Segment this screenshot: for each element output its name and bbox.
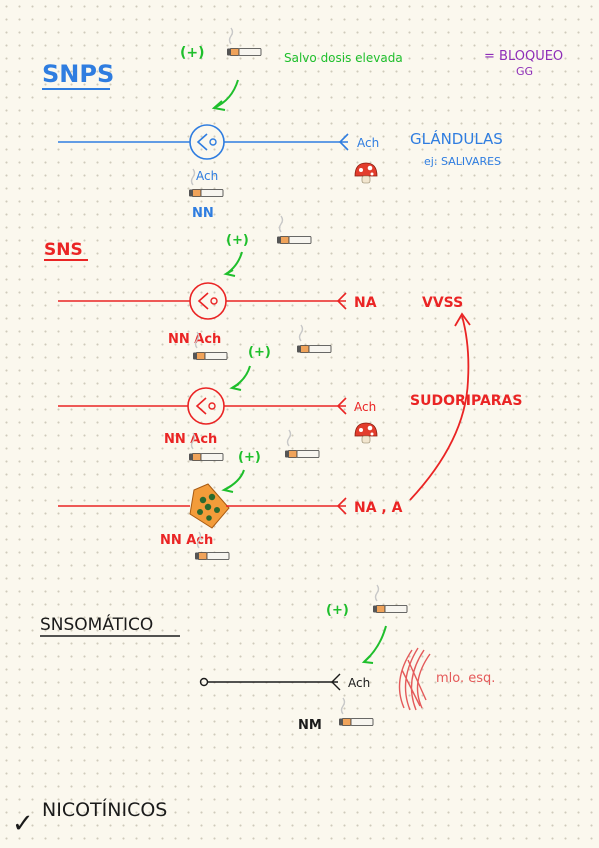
- sns-arrow-2-head: [229, 383, 242, 391]
- sns-row1-end: NA: [354, 295, 377, 311]
- cigarette-icon: [226, 27, 262, 57]
- mushroom-icon: [354, 422, 378, 444]
- sns-arrow-1-head: [223, 269, 236, 277]
- sns-row3-receptor: NN Ach: [160, 533, 213, 548]
- sns-row2-terminal: [336, 397, 347, 415]
- snps-synapse-dot: [209, 138, 217, 146]
- somatic-soma: [199, 677, 209, 687]
- sns-row3-terminal: [336, 497, 347, 515]
- footer-label: NICOTÍNICOS: [42, 798, 167, 821]
- sns-row2-synapse: [195, 397, 207, 415]
- sns-row3-end: NA , A: [354, 500, 403, 516]
- sns-section: SNS (+) NA VVSS NN Ach (+) Ach SUDORIPAR…: [44, 215, 522, 561]
- sns-row1-target: VVSS: [422, 295, 463, 311]
- cigarette-icon: [276, 215, 312, 245]
- snps-nn: NN: [192, 206, 214, 221]
- sns-row2-ganglion: [187, 387, 225, 425]
- cigarette-icon: [284, 429, 320, 459]
- snps-title: SNPS: [42, 60, 114, 88]
- cigarette-icon: [338, 697, 374, 727]
- sns-plus-3: (+): [238, 450, 261, 465]
- snps-note-result-2: GG: [516, 65, 533, 78]
- sns-row2-dot: [208, 402, 216, 410]
- somatic-title: SNSOMÁTICO: [40, 613, 153, 635]
- snps-arrow-head: [211, 100, 226, 111]
- sns-arrow-3-head: [221, 485, 234, 493]
- sns-arrow-3: [223, 469, 245, 491]
- ganglion-cluster-icon: [189, 483, 230, 529]
- sns-title: SNS: [44, 240, 83, 260]
- snps-synapse-arrow: [196, 133, 208, 151]
- cigarette-icon: [372, 584, 408, 614]
- snps-ach-end: Ach: [357, 136, 379, 150]
- snps-note-result-1: = BLOQUEO: [484, 49, 563, 64]
- snps-note-main: Salvo dosis elevada: [284, 51, 403, 65]
- sns-plus-2: (+): [248, 345, 271, 360]
- sns-arrow-2: [231, 365, 251, 389]
- snps-target-1: GLÁNDULAS: [410, 129, 503, 148]
- sns-curved-arrow: [409, 315, 470, 501]
- sns-row1-terminal: [336, 292, 347, 310]
- snps-plus: (+): [180, 45, 205, 61]
- sns-arrow-1: [225, 251, 243, 275]
- somatic-terminal: [331, 673, 341, 691]
- sns-row1-receptor: NN Ach: [168, 332, 221, 347]
- somatic-arrow: [363, 625, 387, 663]
- mushroom-icon: [354, 162, 378, 184]
- cigarette-icon: [296, 324, 332, 354]
- snps-ach-ganglion: Ach: [196, 169, 218, 183]
- somatic-end: Ach: [348, 676, 370, 690]
- somatic-section: SNSOMÁTICO (+) Ach mlo. esq. NM: [40, 584, 495, 733]
- sns-row2-end: Ach: [354, 400, 376, 414]
- sns-row2-receptor: NN Ach: [164, 432, 217, 447]
- somatic-receptor: NM: [298, 718, 322, 733]
- snps-ganglion-circle: [189, 124, 225, 160]
- sns-row1-synapse: [197, 292, 209, 310]
- snps-terminal: [338, 133, 349, 151]
- sns-row1-dot: [210, 297, 218, 305]
- sns-curved-arrow-head: [454, 312, 471, 327]
- somatic-arrow-head: [361, 655, 374, 664]
- sns-row1-ganglion: [189, 282, 227, 320]
- somatic-target: mlo. esq.: [436, 671, 495, 686]
- check-icon: ✓: [12, 809, 34, 839]
- sns-plus-1: (+): [226, 233, 249, 248]
- snps-target-2: ej: SALIVARES: [424, 155, 501, 168]
- snps-section: SNPS (+) Salvo dosis elevada = BLOQUEO G…: [42, 27, 563, 221]
- footer-section: ✓ NICOTÍNICOS: [12, 798, 167, 839]
- muscle-icon: [398, 647, 431, 711]
- somatic-plus: (+): [326, 603, 349, 618]
